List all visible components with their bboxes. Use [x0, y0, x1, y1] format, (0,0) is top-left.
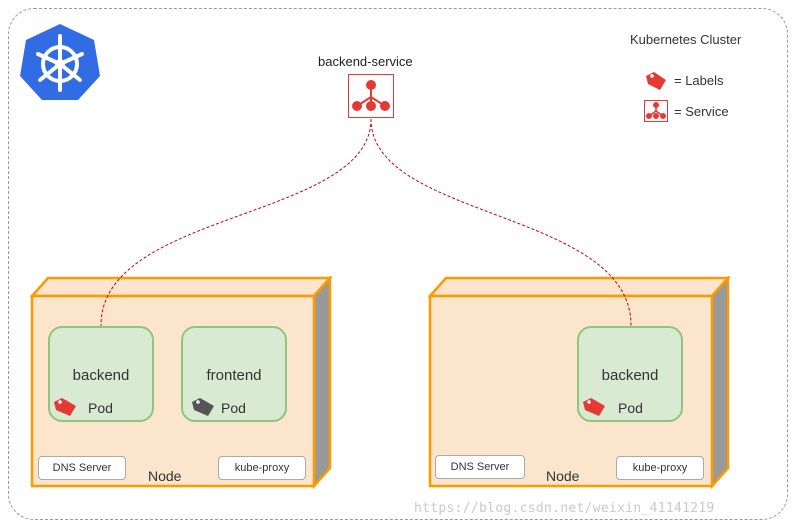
service-box[interactable] — [348, 74, 394, 118]
legend-service-text: = Service — [674, 104, 729, 119]
gray-tag-icon — [192, 398, 214, 416]
service-name: backend-service — [318, 54, 413, 69]
watermark: https://blog.csdn.net/weixin_41141219 — [414, 501, 715, 516]
dns-server-2: DNS Server — [435, 455, 525, 479]
cluster-boundary — [8, 8, 788, 520]
service-icon — [352, 80, 390, 111]
node-label-2: Node — [546, 468, 580, 484]
service-icon — [644, 100, 668, 122]
pod-name: frontend — [206, 367, 262, 384]
pod-kind: Pod — [88, 400, 113, 416]
pod-name: backend — [601, 367, 659, 384]
legend-labels-text: = Labels — [674, 73, 724, 88]
cluster-title: Kubernetes Cluster — [630, 32, 742, 47]
red-tag-icon — [583, 398, 605, 416]
pod-backend-1[interactable] — [48, 326, 154, 422]
red-tag-icon — [54, 398, 76, 416]
dns-server-1: DNS Server — [38, 456, 126, 480]
kube-proxy-1: kube-proxy — [218, 456, 306, 480]
pod-name: backend — [72, 367, 130, 384]
tag-icon — [646, 72, 666, 90]
legend-labels — [644, 70, 670, 92]
node-label-1: Node — [148, 468, 182, 484]
kube-proxy-2: kube-proxy — [616, 456, 704, 480]
pod-kind: Pod — [618, 400, 643, 416]
pod-kind: Pod — [221, 400, 246, 416]
kubernetes-logo — [20, 24, 100, 100]
